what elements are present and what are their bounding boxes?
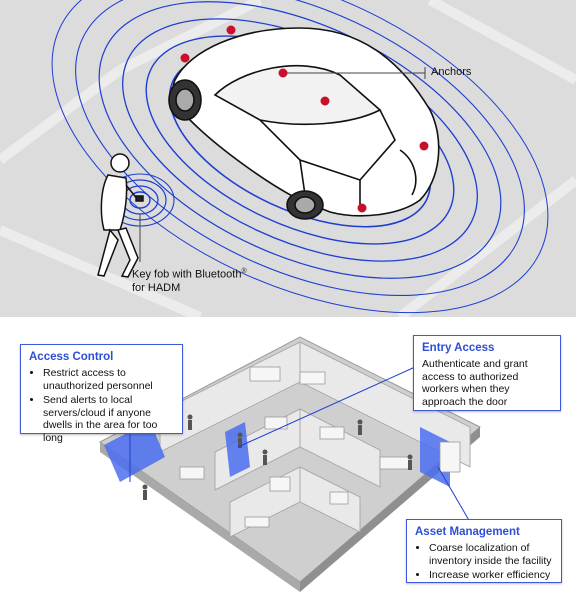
asset-management-callout: Asset Management Coarse localization of … [406, 519, 562, 583]
anchors-label: Anchors [431, 66, 472, 78]
anchors-leader [287, 67, 426, 79]
access-control-item: Send alerts to local servers/cloud if an… [43, 394, 174, 444]
asset-management-title: Asset Management [415, 526, 520, 538]
keyfob-label: Key fob with Bluetooth® for HADM [132, 265, 247, 295]
car-scene [0, 0, 576, 317]
car-icon [168, 27, 440, 220]
keyfob-label-line2: for HADM [132, 281, 181, 294]
car-hadm-illustration: Anchors Key fob with Bluetooth® for HADM [0, 0, 576, 317]
person-icon [97, 153, 144, 278]
asset-management-item: Increase worker efficiency [429, 569, 553, 582]
asset-management-list: Coarse localization of inventory inside … [415, 542, 553, 582]
anchor-dot [357, 203, 367, 213]
access-control-item: Restrict access to unauthorized personne… [43, 367, 174, 392]
access-control-list: Restrict access to unauthorized personne… [29, 367, 174, 444]
workers [142, 414, 413, 500]
keyfob-label-line1: Key fob with Bluetooth [132, 268, 242, 281]
anchor-dot [180, 53, 190, 63]
anchor-dot [320, 96, 330, 106]
asset-management-item: Coarse localization of inventory inside … [429, 542, 553, 567]
registered-mark: ® [241, 268, 247, 275]
facility-illustration: Access Control Restrict access to unauth… [0, 317, 576, 593]
anchor-dot [278, 68, 288, 78]
entry-door-zone [225, 422, 250, 477]
anchor-dots [180, 25, 429, 213]
access-control-callout: Access Control Restrict access to unauth… [20, 344, 183, 444]
floor-edge-left [100, 442, 300, 592]
access-control-zone [104, 421, 165, 482]
entry-access-callout: Entry Access Authenticate and grant acce… [413, 335, 561, 411]
facility-floorplan [99, 336, 481, 592]
anchor-dot [226, 25, 236, 35]
furniture [179, 366, 461, 528]
anchor-dot [419, 141, 429, 151]
entry-access-title: Entry Access [422, 342, 495, 354]
leader-lines [129, 366, 471, 523]
access-control-title: Access Control [29, 351, 114, 363]
entry-access-text: Authenticate and grant access to authori… [422, 358, 528, 408]
